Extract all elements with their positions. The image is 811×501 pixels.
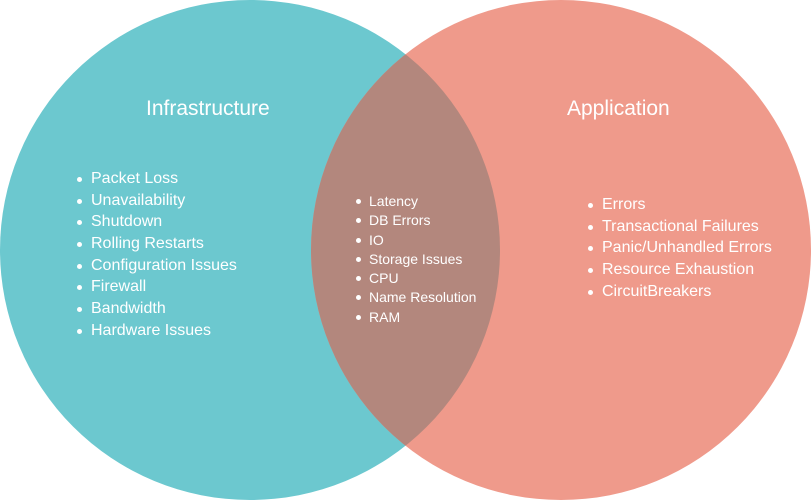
infrastructure-title: Infrastructure	[146, 97, 270, 120]
overlap-item: CPU	[355, 270, 476, 289]
overlap-item: Name Resolution	[355, 289, 476, 308]
application-title: Application	[567, 97, 670, 120]
infrastructure-item: Packet Loss	[77, 170, 237, 192]
overlap-item: Storage Issues	[355, 251, 476, 270]
infrastructure-item: Shutdown	[77, 213, 237, 235]
overlap-item: RAM	[355, 309, 476, 328]
application-item: Transactional Failures	[588, 218, 772, 240]
overlap-region	[311, 0, 500, 500]
infrastructure-item: Rolling Restarts	[77, 235, 237, 257]
infrastructure-item: Unavailability	[77, 192, 237, 214]
application-item: Resource Exhaustion	[588, 261, 772, 283]
overlap-item: IO	[355, 232, 476, 251]
infrastructure-item: Bandwidth	[77, 300, 237, 322]
application-item: CircuitBreakers	[588, 283, 772, 305]
infrastructure-item: Configuration Issues	[77, 257, 237, 279]
overlap-item: DB Errors	[355, 212, 476, 231]
overlap-item: Latency	[355, 193, 476, 212]
application-item: Errors	[588, 196, 772, 218]
application-item: Panic/Unhandled Errors	[588, 239, 772, 261]
infrastructure-item: Hardware Issues	[77, 322, 237, 344]
application-list: Errors Transactional Failures Panic/Unha…	[588, 196, 772, 305]
infrastructure-list: Packet Loss Unavailability Shutdown Roll…	[77, 170, 237, 344]
infrastructure-item: Firewall	[77, 278, 237, 300]
overlap-list: Latency DB Errors IO Storage Issues CPU …	[355, 193, 476, 328]
